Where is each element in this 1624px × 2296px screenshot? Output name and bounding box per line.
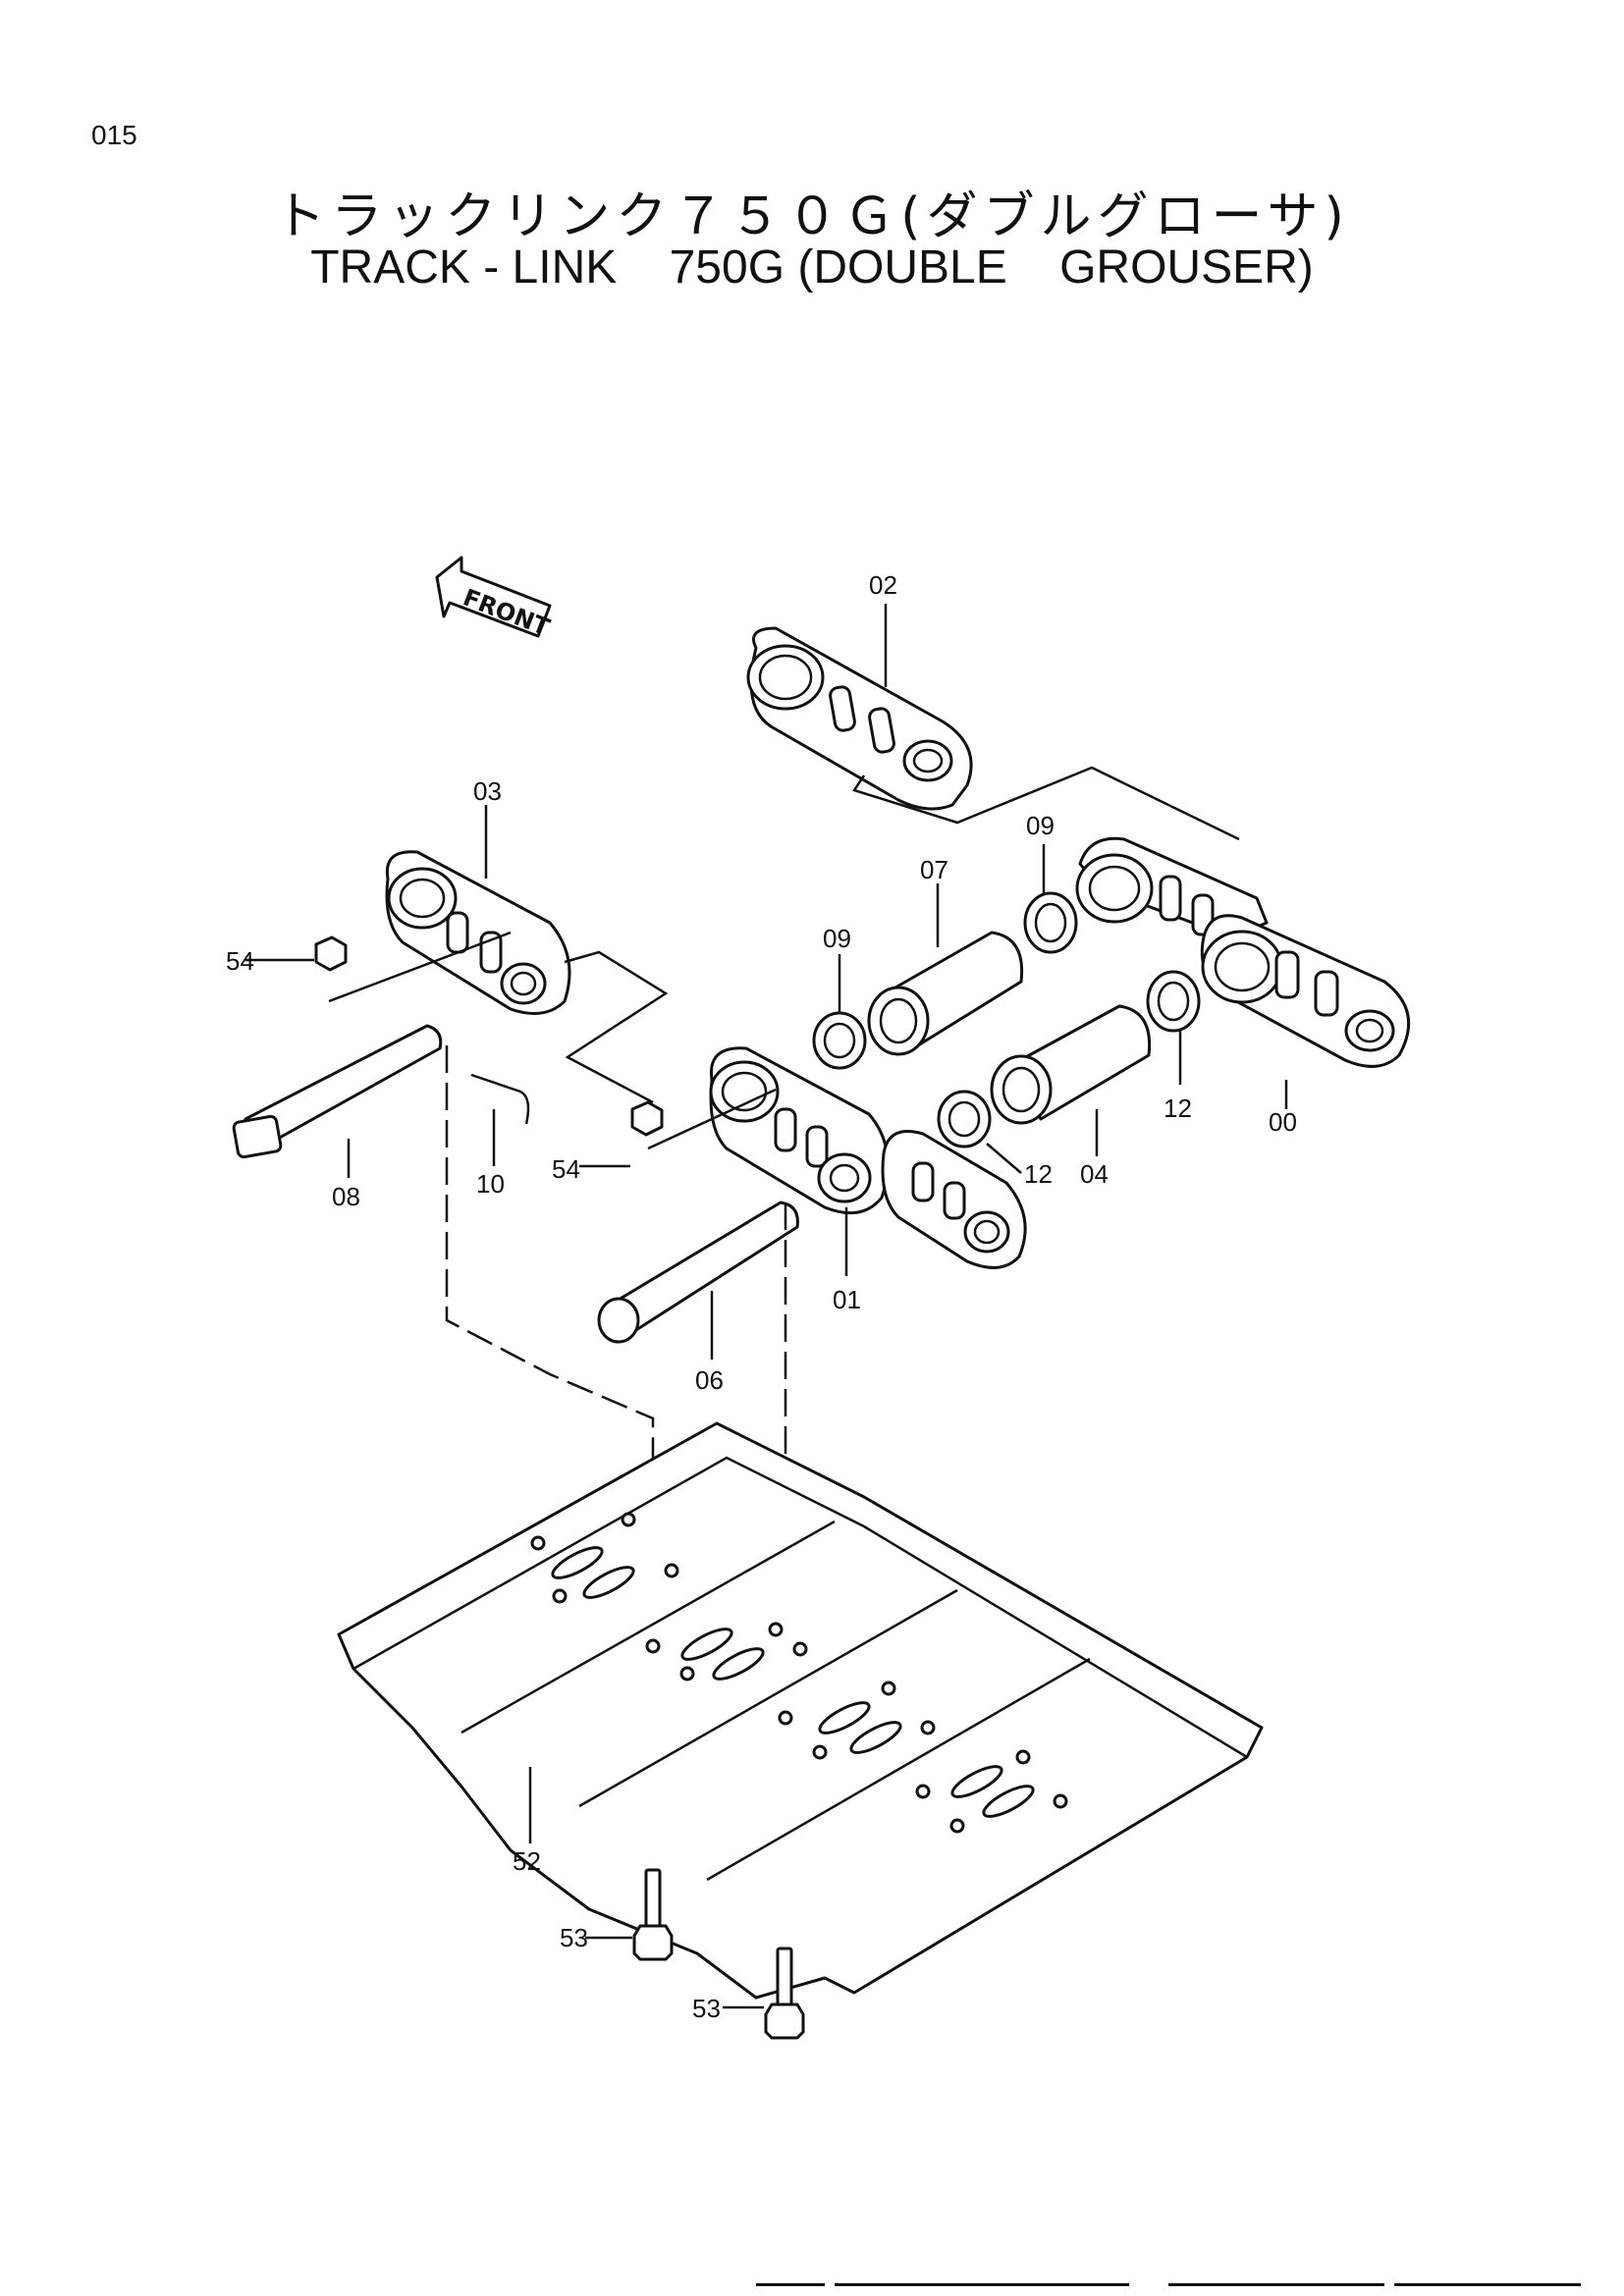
callout-07: 07 [920, 855, 948, 884]
leader-line-12b [986, 1143, 1022, 1174]
callout-09-lower: 09 [823, 924, 851, 953]
part-12-ring [937, 970, 1201, 1148]
part-06-pin [597, 1201, 799, 1344]
part-04-bushing [990, 1004, 1152, 1125]
callout-54-upper: 54 [226, 946, 254, 976]
part-54-nut-upper [245, 935, 348, 972]
part-53-bolt-right [723, 1947, 805, 2040]
footer-rule [756, 2283, 825, 2286]
callout-01: 01 [833, 1285, 861, 1314]
front-arrow-icon: FRONT [435, 556, 554, 642]
part-00-link [1075, 836, 1411, 1068]
part-03-link [385, 850, 571, 1015]
callout-02: 02 [869, 570, 897, 600]
callout-53-right: 53 [692, 1994, 721, 2023]
part-53-bolt-left [585, 1868, 674, 1961]
part-52-track-shoe [337, 1421, 1264, 2000]
part-54-nut-lower [579, 1100, 664, 1168]
callout-53-left: 53 [560, 1923, 588, 1952]
title-japanese: トラックリンク７５０Ｇ(ダブルグローサ) [274, 187, 1350, 246]
part-09-seal [812, 891, 1078, 1070]
leader-line-54a-link [328, 931, 512, 1003]
title-english: TRACK - LINK 750G (DOUBLE GROUSER) [310, 241, 1314, 294]
assembly-guide-line-03 [564, 950, 669, 1104]
callout-52: 52 [513, 1846, 541, 1876]
callout-10: 10 [476, 1169, 505, 1199]
callout-09-upper: 09 [1026, 811, 1055, 840]
footer-rule [835, 2283, 1129, 2286]
leader-line-54b-link [647, 1088, 777, 1150]
callout-04: 04 [1080, 1159, 1109, 1189]
callout-03: 03 [473, 776, 502, 806]
callout-12-upper: 12 [1164, 1094, 1192, 1123]
assembly-guide-line-02 [852, 766, 1240, 841]
footer-rule [1168, 2283, 1384, 2286]
callout-54-lower: 54 [552, 1154, 580, 1184]
part-10-clip [470, 1073, 530, 1125]
callout-08: 08 [332, 1182, 360, 1211]
page-number: 015 [91, 120, 137, 150]
callout-00: 00 [1269, 1107, 1297, 1137]
part-02-link [746, 626, 973, 811]
part-07-bushing [867, 931, 1024, 1056]
footer-rule [1394, 2283, 1581, 2286]
callout-12-lower: 12 [1024, 1159, 1053, 1189]
part-01-link [709, 1046, 1027, 1269]
part-08-pin [232, 1024, 443, 1159]
callout-06: 06 [695, 1365, 724, 1395]
